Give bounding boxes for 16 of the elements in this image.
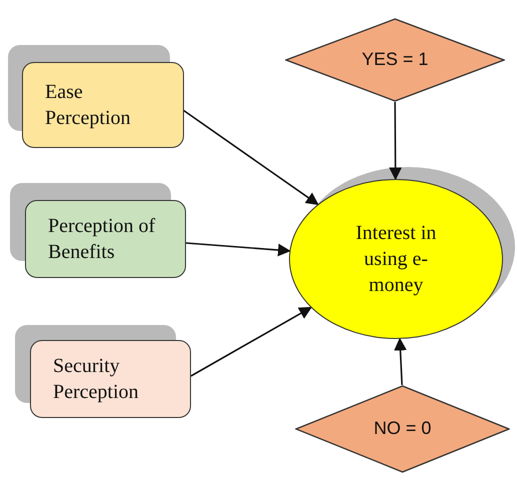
value-diamond	[285, 18, 505, 102]
node-label: Interest in using e-money	[354, 221, 438, 298]
value-label: NO = 0	[374, 417, 432, 440]
arrow	[190, 306, 312, 377]
value-diamond	[295, 385, 510, 473]
node-label: Security Perception	[53, 354, 140, 405]
node-label: Perception of Benefits	[48, 214, 156, 265]
factor-box	[30, 340, 191, 418]
arrow	[182, 109, 319, 206]
value-label: YES = 1	[362, 48, 428, 72]
arrow	[389, 102, 402, 180]
factor-box	[22, 62, 184, 148]
factor-box	[25, 200, 186, 278]
arrow	[186, 242, 291, 256]
arrow	[394, 338, 407, 386]
node-label: Ease Perception	[45, 80, 132, 131]
